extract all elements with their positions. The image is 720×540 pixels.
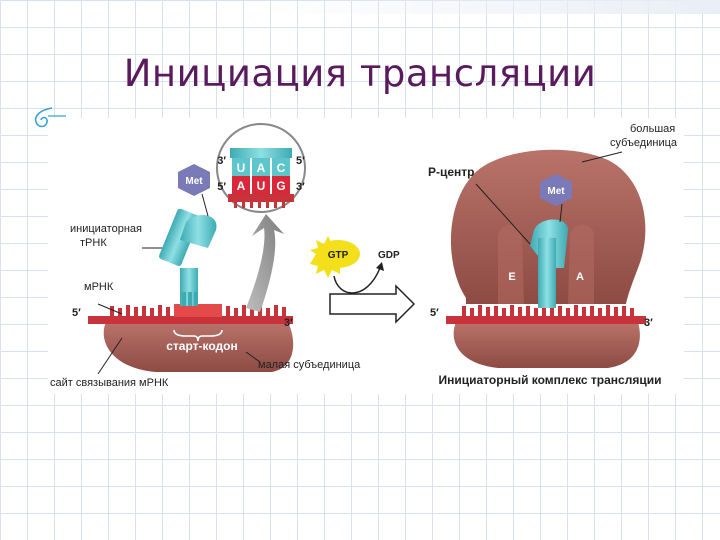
met-label-right: Met [547, 186, 565, 197]
magnify-arrow [246, 214, 284, 312]
diagram-panel: 3′ 5′ 5′ 3′ U A C A U G Met инициаторная… [48, 118, 684, 394]
anticodon-3: C [277, 161, 286, 175]
codon-2: U [257, 179, 266, 193]
small-subunit [103, 322, 294, 372]
met-hexagon-left [178, 164, 210, 196]
gtp-gdp-curve [333, 267, 381, 294]
mrna-5-left: 5′ [72, 307, 81, 319]
mrna-teeth-left [110, 305, 286, 317]
small-subunit-label: малая субъединица [258, 359, 361, 371]
gtp-label: GTP [328, 250, 349, 261]
complex-caption: Инициаторный комплекс трансляции [439, 373, 662, 387]
codon-brace [173, 329, 223, 342]
codon-3: G [276, 179, 285, 193]
met-label-left: Met [185, 176, 203, 187]
mrna-3-left: 3′ [284, 317, 293, 329]
mrna-teeth-right [462, 305, 634, 317]
transition-arrow [329, 284, 416, 324]
top-decoration [260, 0, 720, 14]
small-subunit-right [453, 322, 640, 368]
start-codon-label: старт-кодон [166, 339, 237, 353]
mrna-5-right: 5′ [430, 307, 439, 319]
trna-label-line1: инициаторная [70, 223, 142, 235]
anticodon-1: U [237, 161, 246, 175]
codon-5-top: 5′ [296, 155, 305, 167]
mrna-strand-right [446, 316, 646, 324]
codon-3-top: 3′ [217, 155, 226, 167]
met-hexagon-right [540, 174, 572, 206]
gdp-label: GDP [378, 250, 400, 261]
mrna-3-right: 3′ [644, 317, 653, 329]
large-subunit-line2: субъединица [610, 137, 678, 149]
codon-3-bot: 3′ [296, 181, 305, 193]
mrna-strand-left [88, 316, 293, 324]
trna-label-line2: тРНК [80, 237, 107, 249]
mrna-label: мРНК [84, 281, 114, 293]
p-site-label: Р-центр [428, 165, 475, 179]
curl-ornament [34, 107, 66, 128]
codon-5-bot: 5′ [217, 181, 226, 193]
large-subunit-line1: большая [630, 123, 675, 135]
e-site-label: E [508, 271, 515, 283]
start-codon-teeth [174, 304, 222, 317]
ribosome-sites [498, 224, 524, 304]
a-site-label: A [576, 271, 584, 283]
binding-site-label: сайт связывания мРНК [50, 377, 169, 389]
codon-1: A [237, 179, 246, 193]
anticodon-2: A [257, 161, 266, 175]
slide-title: Инициация трансляции [123, 52, 597, 95]
